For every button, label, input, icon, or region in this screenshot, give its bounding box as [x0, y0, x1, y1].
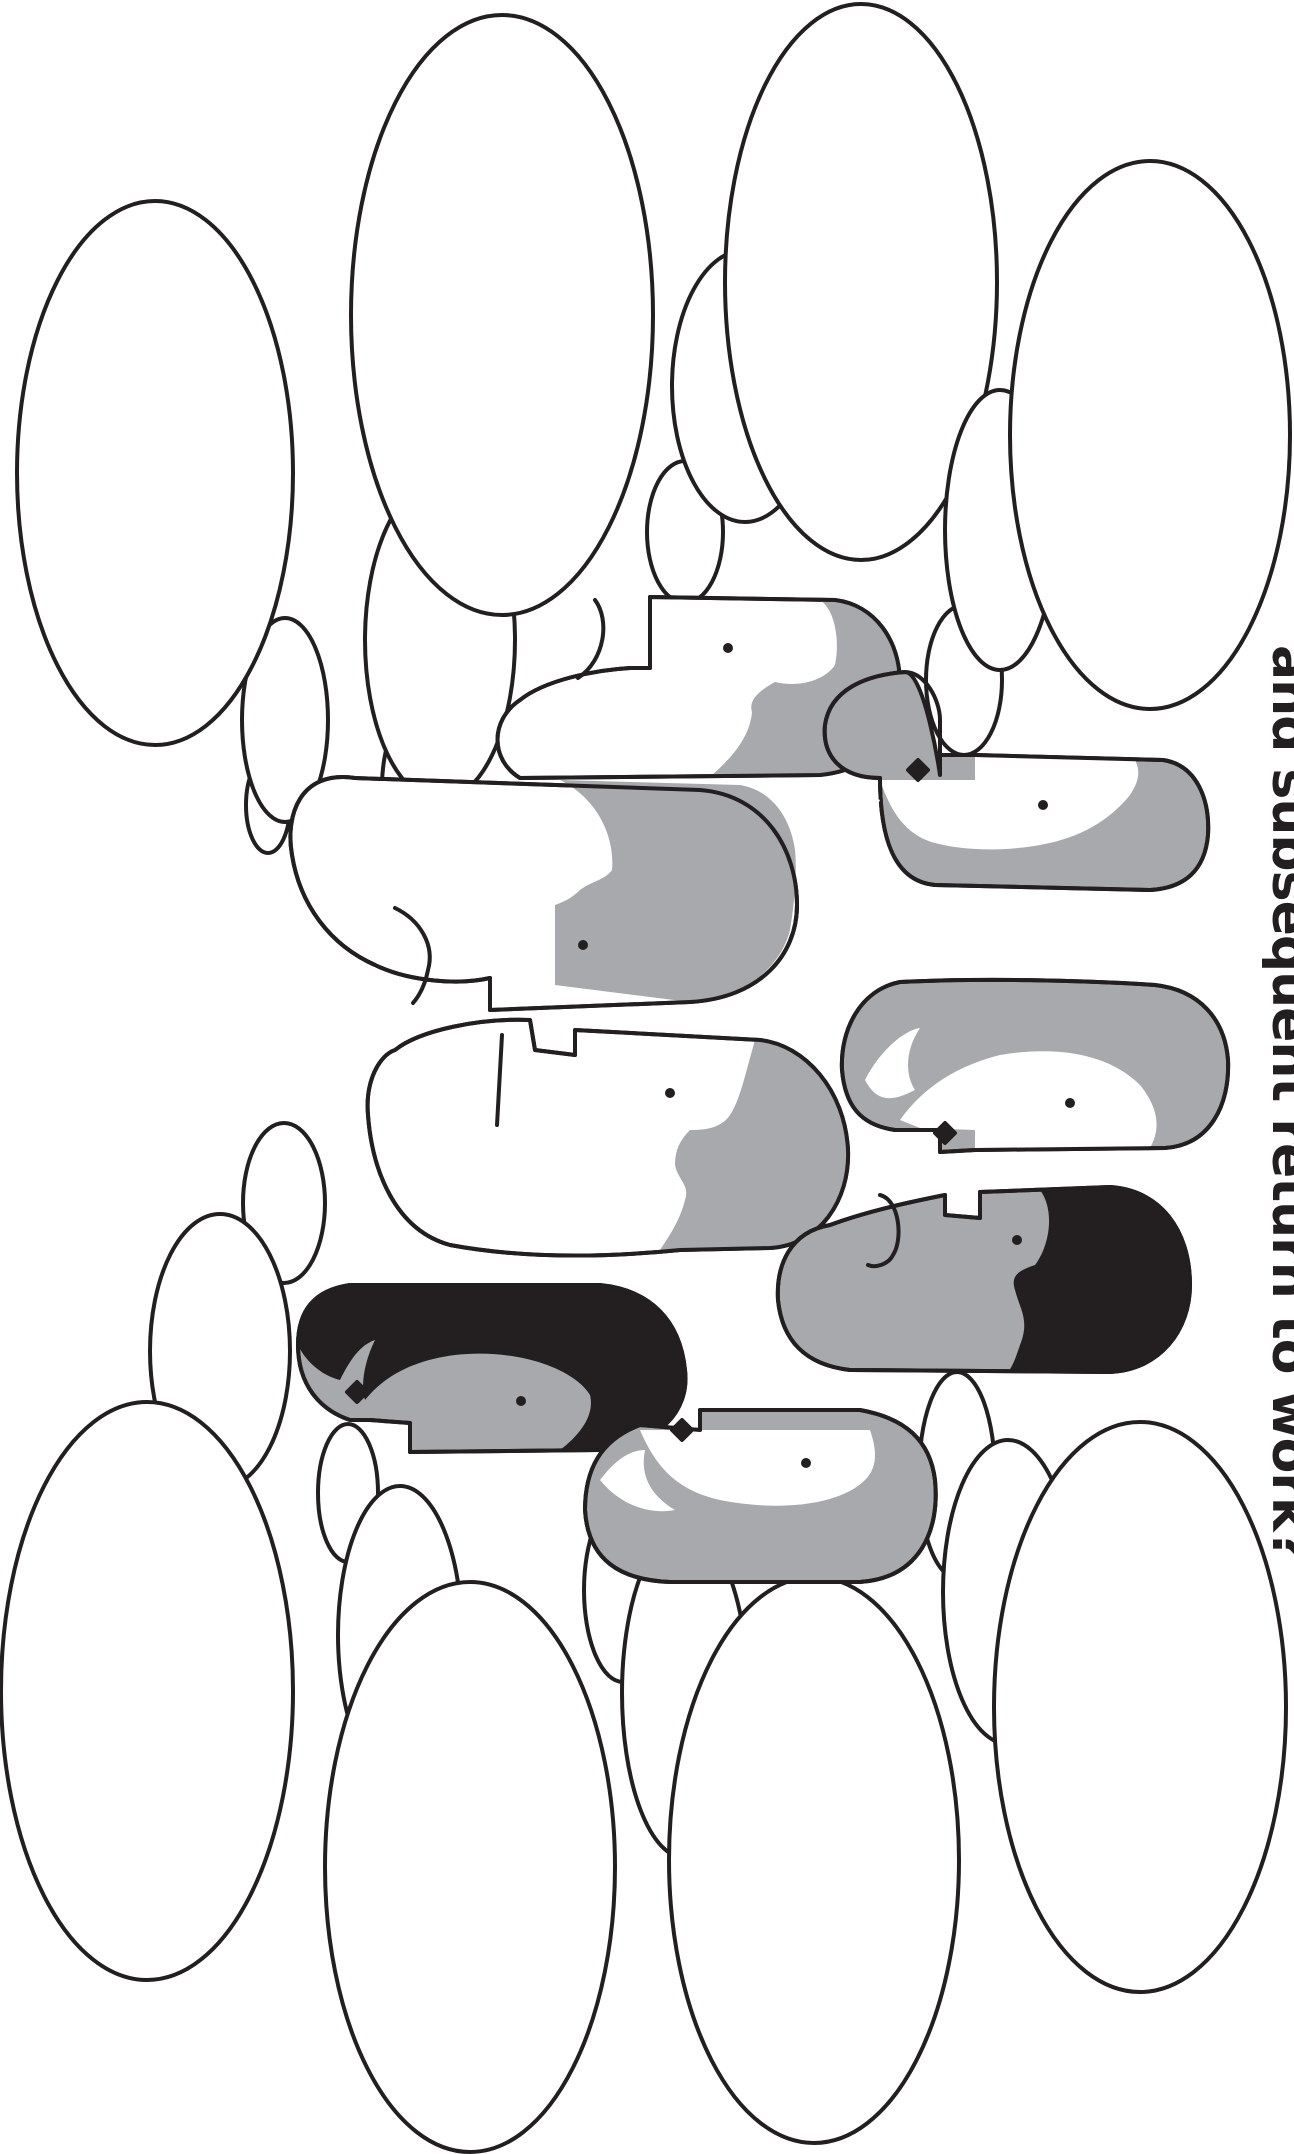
thought-bubble-5 [1, 1123, 325, 1980]
diagram-title: The team [0, 917, 14, 1346]
thought-bubble-8 [919, 1372, 1286, 1992]
figure-middle-right-dark [778, 1187, 1190, 1372]
figure-bottom-center [585, 1410, 936, 1582]
thought-bubble-1 [17, 201, 328, 853]
figure-top-left [290, 777, 797, 1010]
thought-bubble-7 [584, 1498, 959, 2143]
diagram-subtitle: and subsequent return to work? [1260, 645, 1294, 1560]
figure-middle-right [842, 980, 1228, 1152]
figure-middle-left [368, 1020, 848, 1256]
thought-bubble-6 [318, 1424, 615, 2152]
